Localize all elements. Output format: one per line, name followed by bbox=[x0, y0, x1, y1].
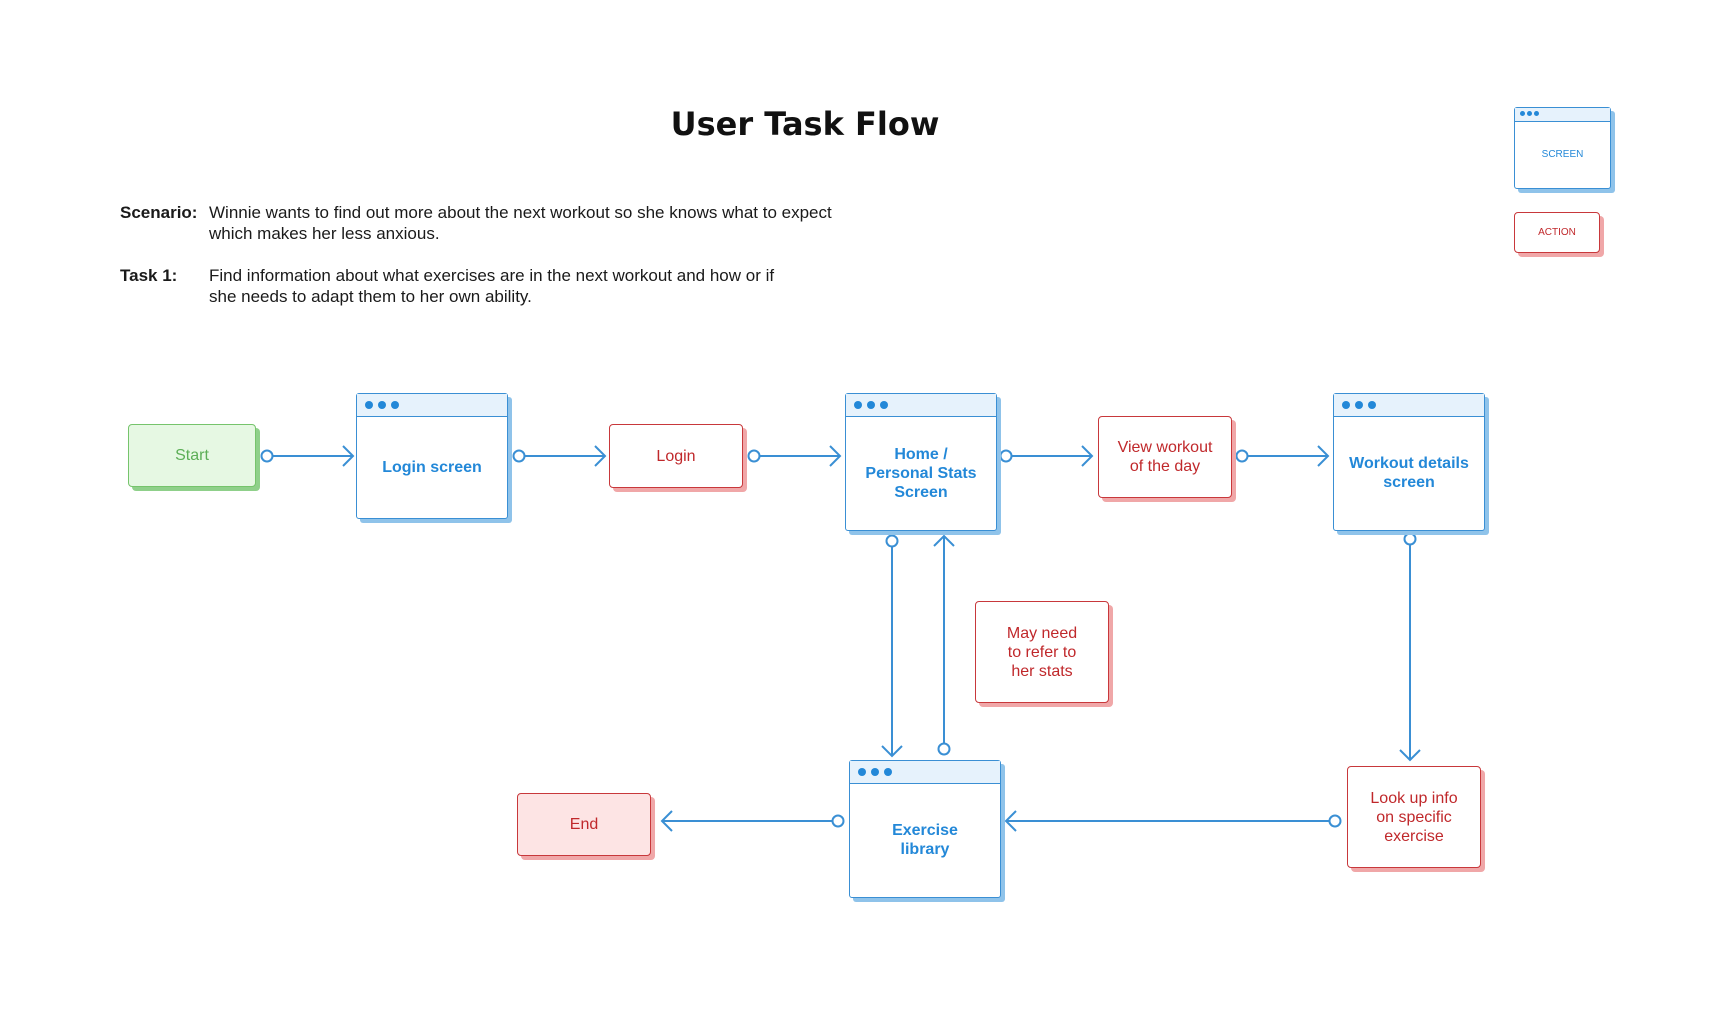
task: Task 1: Find information about what exer… bbox=[120, 265, 1020, 309]
start-node: Start bbox=[128, 424, 256, 487]
view-line-1: View workout bbox=[1117, 439, 1213, 456]
dot-icon bbox=[858, 768, 866, 776]
stats-line-2: to refer to bbox=[1007, 643, 1077, 661]
dot-icon bbox=[880, 401, 888, 409]
window-bar bbox=[1334, 394, 1484, 417]
connector-lookup-to-library bbox=[1004, 810, 1342, 832]
scenario-line-1: Winnie wants to find out more about the … bbox=[209, 203, 832, 222]
dot-icon bbox=[1534, 111, 1539, 116]
login-action-node: Login bbox=[609, 424, 743, 488]
login-screen-label: Login screen bbox=[382, 458, 482, 476]
dot-icon bbox=[391, 401, 399, 409]
home-line-2: Personal Stats bbox=[865, 464, 977, 482]
dot-icon bbox=[1368, 401, 1376, 409]
dot-icon bbox=[871, 768, 879, 776]
task-line-1: Find information about what exercises ar… bbox=[209, 266, 775, 285]
stats-line-3: her stats bbox=[1011, 662, 1073, 680]
task-text: Find information about what exercises ar… bbox=[209, 265, 929, 307]
exercise-library-label: Exercise library bbox=[854, 783, 996, 897]
dot-icon bbox=[1355, 401, 1363, 409]
lookup-line-2: on specific bbox=[1376, 808, 1452, 826]
connector-start-to-login-screen bbox=[260, 445, 355, 467]
scenario: Scenario: Winnie wants to find out more … bbox=[120, 202, 1020, 246]
dot-icon bbox=[1342, 401, 1350, 409]
exercise-library-screen-node: Exercise library bbox=[849, 760, 1001, 898]
task-label: Task 1: bbox=[120, 266, 178, 285]
connector-view-workout-to-details bbox=[1235, 445, 1330, 467]
home-screen-label: Home / Personal Stats Screen bbox=[850, 416, 992, 530]
scenario-label: Scenario: bbox=[120, 203, 198, 222]
connector-library-to-home bbox=[933, 534, 955, 756]
view-line-2: of the day bbox=[1129, 458, 1201, 475]
library-line-2: library bbox=[900, 841, 950, 858]
home-screen-node: Home / Personal Stats Screen bbox=[845, 393, 997, 531]
connector-home-to-view-workout bbox=[999, 445, 1094, 467]
dot-icon bbox=[884, 768, 892, 776]
window-bar bbox=[846, 394, 996, 417]
library-line-1: Exercise bbox=[892, 822, 958, 839]
dot-icon bbox=[365, 401, 373, 409]
login-screen-node: Login screen bbox=[356, 393, 508, 519]
dot-icon bbox=[854, 401, 862, 409]
refer-stats-action-node: May need to refer to her stats bbox=[975, 601, 1109, 703]
workout-details-label: Workout details screen bbox=[1338, 416, 1480, 530]
home-line-3: Screen bbox=[894, 483, 948, 501]
window-bar bbox=[357, 394, 507, 417]
dot-icon bbox=[1527, 111, 1532, 116]
window-bar bbox=[850, 761, 1000, 784]
task-line-2: she needs to adapt them to her own abili… bbox=[209, 287, 532, 306]
connector-library-to-end bbox=[660, 810, 845, 832]
legend-action: ACTION bbox=[1514, 212, 1600, 253]
dot-icon bbox=[378, 401, 386, 409]
page-title: User Task Flow bbox=[670, 105, 940, 143]
dot-icon bbox=[867, 401, 875, 409]
legend-screen: SCREEN bbox=[1514, 107, 1611, 189]
connector-login-screen-to-login bbox=[512, 445, 607, 467]
legend-screen-bar bbox=[1515, 108, 1610, 122]
lookup-exercise-action-node: Look up info on specific exercise bbox=[1347, 766, 1481, 868]
scenario-text: Winnie wants to find out more about the … bbox=[209, 202, 929, 244]
details-line-2: screen bbox=[1383, 474, 1435, 491]
view-workout-action-node: View workout of the day bbox=[1098, 416, 1232, 498]
connector-details-to-lookup bbox=[1399, 532, 1421, 762]
connector-home-to-library bbox=[881, 534, 903, 758]
lookup-line-1: Look up info bbox=[1370, 789, 1458, 807]
workout-details-screen-node: Workout details screen bbox=[1333, 393, 1485, 531]
legend-screen-label: SCREEN bbox=[1541, 149, 1584, 160]
dot-icon bbox=[1520, 111, 1525, 116]
home-line-1: Home / bbox=[894, 445, 948, 463]
details-line-1: Workout details bbox=[1349, 455, 1469, 472]
lookup-line-3: exercise bbox=[1384, 827, 1444, 845]
scenario-line-2: which makes her less anxious. bbox=[209, 224, 440, 243]
stats-line-1: May need bbox=[1006, 624, 1078, 642]
end-node: End bbox=[517, 793, 651, 856]
connector-login-to-home bbox=[747, 445, 842, 467]
